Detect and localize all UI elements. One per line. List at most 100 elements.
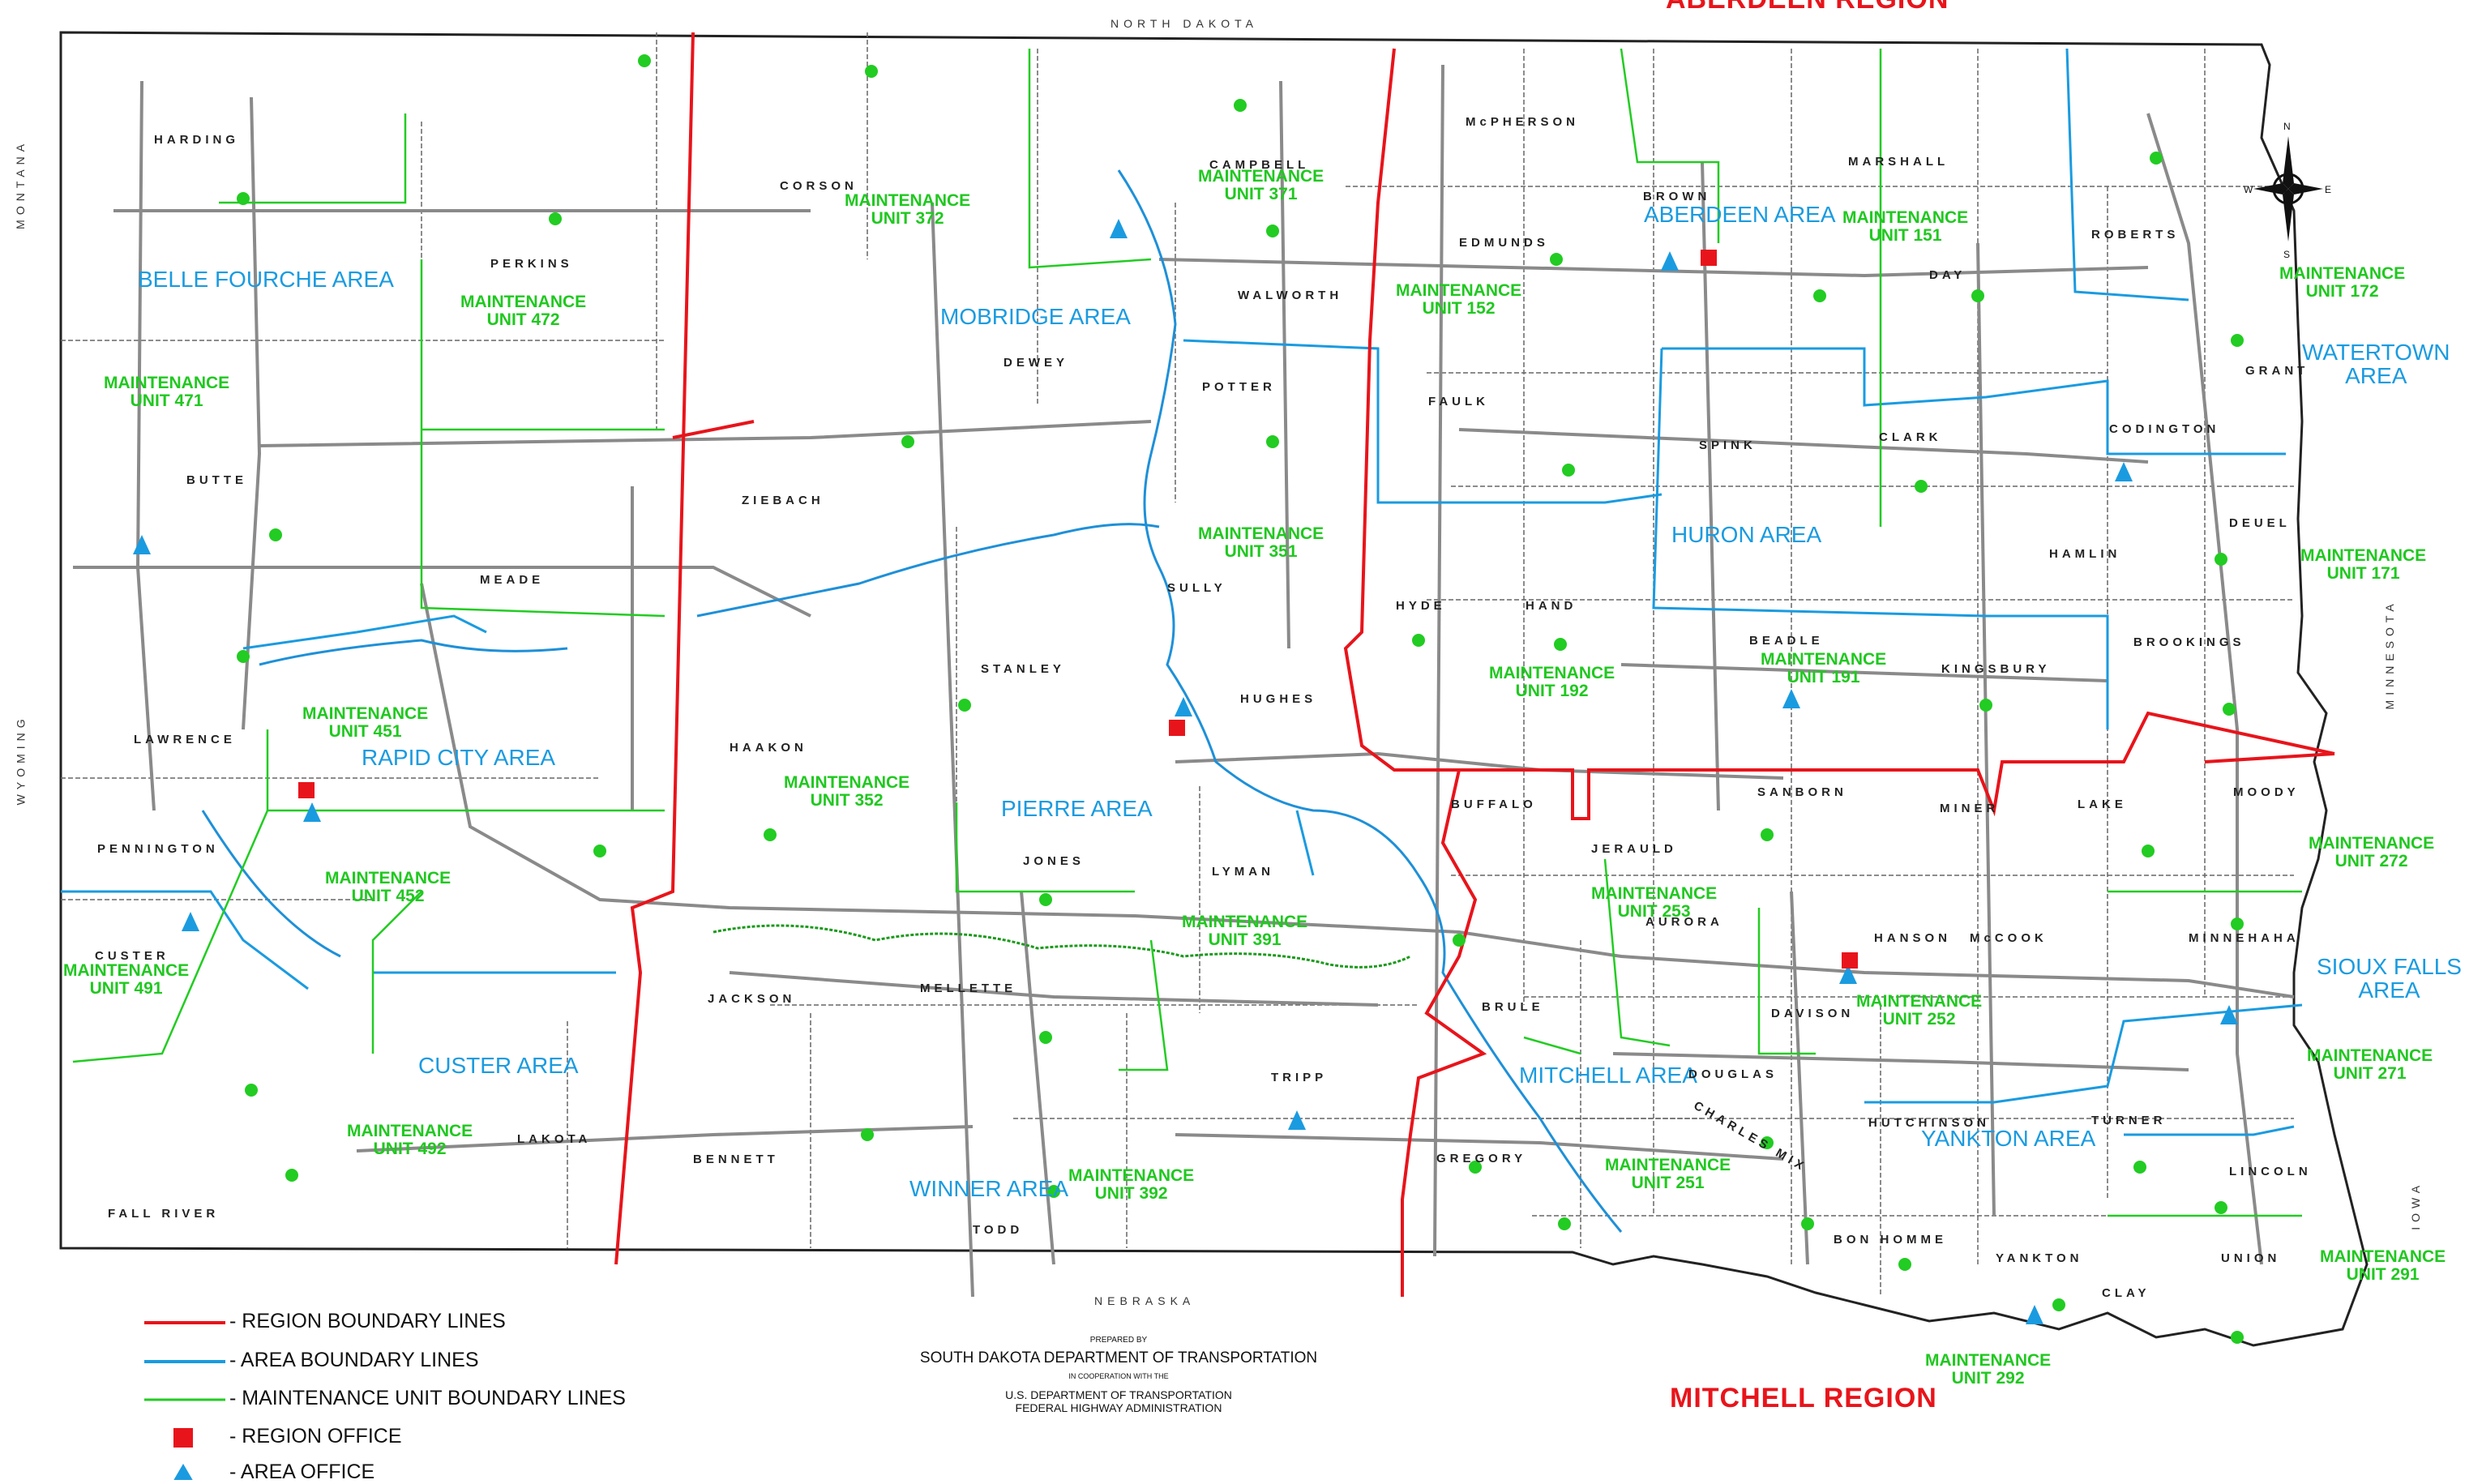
county-label: BUTTE (186, 473, 247, 487)
county-label: JERAULD (1591, 842, 1677, 856)
county-label: LAKOTA (517, 1132, 592, 1146)
area-label-rapid-city: RAPID CITY AREA (362, 745, 556, 770)
county-label: POTTER (1202, 380, 1276, 394)
area-label-aberdeen: ABERDEEN AREA (1644, 202, 1836, 227)
county-label: CAMPBELL (1209, 158, 1310, 172)
county-label: MOODY (2233, 785, 2300, 799)
area-office-pierre (1175, 697, 1192, 716)
area-office-belle-fourche (133, 535, 151, 554)
roads (73, 64, 2295, 1298)
county-label: CUSTER (95, 949, 169, 963)
county-label: MEADE (480, 573, 545, 587)
county-label: BROOKINGS (2133, 635, 2245, 649)
county-label: SPINK (1699, 438, 1757, 452)
county-label: WALWORTH (1238, 289, 1343, 302)
county-label: HAAKON (730, 741, 807, 755)
county-label: LYMAN (1212, 865, 1274, 879)
county-label: ZIEBACH (742, 494, 824, 507)
county-label: DAVISON (1771, 1007, 1855, 1020)
county-label: TODD (973, 1223, 1024, 1237)
county-label: CORSON (780, 179, 858, 193)
county-label: GREGORY (1436, 1152, 1527, 1165)
region-office-aberdeen (1701, 250, 1717, 266)
county-label: DAY (1929, 268, 1966, 282)
county-label: BENNETT (693, 1153, 779, 1166)
credits-prepared: PREPARED BY (1089, 1336, 1148, 1345)
white-river (713, 924, 1411, 969)
region-offices (298, 250, 1858, 969)
county-label: BROWN (1643, 190, 1711, 203)
svg-text:N: N (2283, 121, 2291, 132)
credits-agency: SOUTH DAKOTA DEPARTMENT OF TRANSPORTATIO… (919, 1349, 1318, 1366)
shop-dots (237, 54, 2244, 1344)
county-label: UNION (2221, 1251, 2281, 1265)
county-label: HUGHES (1240, 692, 1317, 706)
area-office-sioux-falls (2220, 1005, 2238, 1024)
state-label-minnesota: MINNESOTA (2382, 599, 2396, 710)
county-label: CODINGTON (2109, 422, 2220, 436)
area-label-watertown: WATERTOWN AREA (2302, 340, 2450, 389)
state-label-nebraska: NEBRASKA (1094, 1294, 1196, 1307)
legend-samples (144, 1321, 225, 1480)
region-office-mitchell (1842, 952, 1858, 969)
county-label: MARSHALL (1848, 155, 1949, 169)
county-label: HUTCHINSON (1868, 1116, 1990, 1130)
area-label-sioux-falls: SIOUX FALLS AREA (2317, 954, 2462, 1003)
area-office-rapid-city (303, 802, 321, 822)
svg-text:E: E (2325, 184, 2331, 195)
area-office-winner (1288, 1110, 1306, 1130)
legend-region-office: - REGION OFFICE (229, 1425, 402, 1448)
legend-mu-line: - MAINTENANCE UNIT BOUNDARY LINES (229, 1387, 626, 1409)
state-label-iowa: IOWA (2409, 1180, 2423, 1230)
state-outline (59, 31, 2369, 1347)
area-label-yankton: YANKTON AREA (1921, 1126, 2096, 1151)
svg-text:S: S (2283, 249, 2290, 258)
state-label-wyoming: WYOMING (14, 714, 28, 806)
region-office-pierre (1169, 720, 1185, 736)
svg-text:W: W (2244, 184, 2253, 195)
rivers (201, 169, 1623, 1233)
county-label: MINER (1940, 802, 2000, 815)
state-label-north-dakota: NORTH DAKOTA (1110, 17, 1258, 30)
area-label-pierre: PIERRE AREA (1001, 796, 1153, 821)
county-label: TRIPP (1271, 1071, 1328, 1084)
area-label-mitchell: MITCHELL AREA (1519, 1063, 1697, 1088)
area-office-mobridge (1110, 219, 1128, 238)
credits-coop: IN COOPERATION WITH THE (1068, 1372, 1169, 1380)
county-label: AURORA (1645, 915, 1723, 929)
area-label-huron: HURON AREA (1671, 522, 1822, 547)
region-label-mitchell: MITCHELL REGION (1670, 1383, 1937, 1413)
area-office-custer (182, 912, 199, 931)
county-label: HAMLIN (2049, 547, 2121, 561)
area-offices (133, 219, 2238, 1324)
map-credits: PREPARED BY SOUTH DAKOTA DEPARTMENT OF T… (867, 1336, 1370, 1414)
legend-area-office: - AREA OFFICE (229, 1460, 375, 1483)
county-label: HANSON (1874, 931, 1952, 945)
county-label: McCOOK (1970, 931, 2048, 945)
county-label: LAWRENCE (134, 733, 236, 746)
legend-region-line: - REGION BOUNDARY LINES (229, 1310, 506, 1332)
county-label: STANLEY (981, 662, 1065, 676)
region-boundaries (614, 32, 2335, 1297)
area-office-aberdeen (1661, 251, 1679, 271)
legend-area-line: - AREA BOUNDARY LINES (229, 1349, 479, 1371)
